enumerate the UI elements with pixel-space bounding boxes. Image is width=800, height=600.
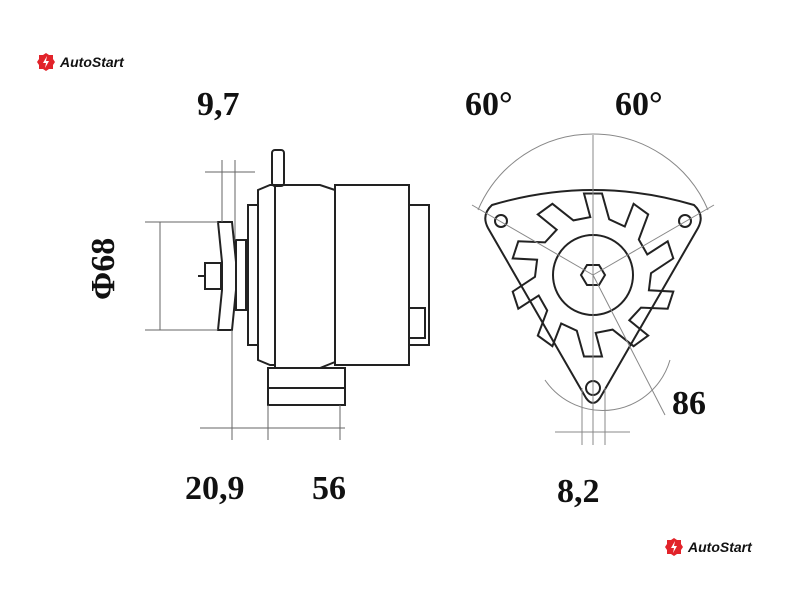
dimension-pulley-diameter: Φ68 bbox=[85, 237, 122, 300]
dimension-mount-radius: 86 bbox=[672, 385, 706, 422]
side-view bbox=[198, 149, 430, 406]
mount-triangle bbox=[484, 189, 702, 404]
front-dimension-lines bbox=[471, 133, 715, 445]
center-nut bbox=[579, 264, 607, 286]
dimension-mount-length: 56 bbox=[312, 470, 346, 507]
rear-cap bbox=[408, 204, 430, 346]
dimension-hole-width: 8,2 bbox=[557, 473, 600, 510]
brand-name: AutoStart bbox=[688, 539, 752, 555]
rear-cover bbox=[334, 184, 410, 366]
housing bbox=[274, 184, 336, 369]
fan-star bbox=[511, 192, 675, 358]
gear-bolt-icon bbox=[665, 538, 683, 556]
brand-name: AutoStart bbox=[60, 54, 124, 70]
gear-bolt-icon bbox=[37, 53, 55, 71]
shaft-nut bbox=[204, 262, 222, 290]
front-flange bbox=[257, 184, 276, 366]
dimension-angle-left: 60° bbox=[465, 86, 513, 123]
side-dimension-lines bbox=[145, 160, 345, 440]
brand-logo-bottom: AutoStart bbox=[664, 537, 752, 557]
brand-logo-top: AutoStart bbox=[36, 52, 124, 72]
dimension-pulley-offset: 9,7 bbox=[197, 86, 240, 123]
bottom-mount bbox=[267, 367, 346, 406]
dimension-angle-right: 60° bbox=[615, 86, 663, 123]
dimension-front-length: 20,9 bbox=[185, 470, 245, 507]
top-mount bbox=[271, 149, 285, 187]
pulley-hub bbox=[235, 239, 247, 311]
